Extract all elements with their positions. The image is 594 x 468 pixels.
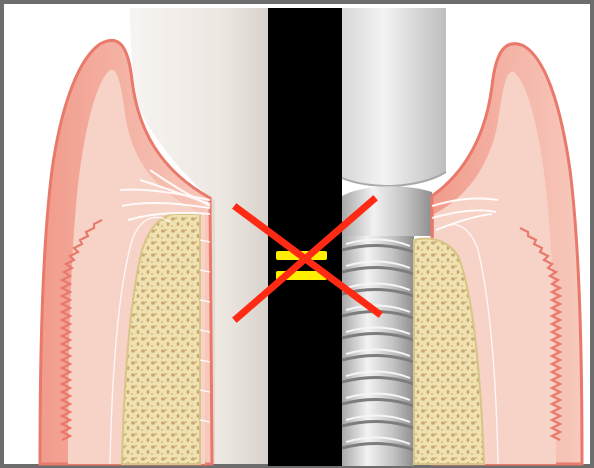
implant-panel [342,8,582,466]
natural-tooth-panel [40,8,268,464]
implant-crown [342,8,446,186]
